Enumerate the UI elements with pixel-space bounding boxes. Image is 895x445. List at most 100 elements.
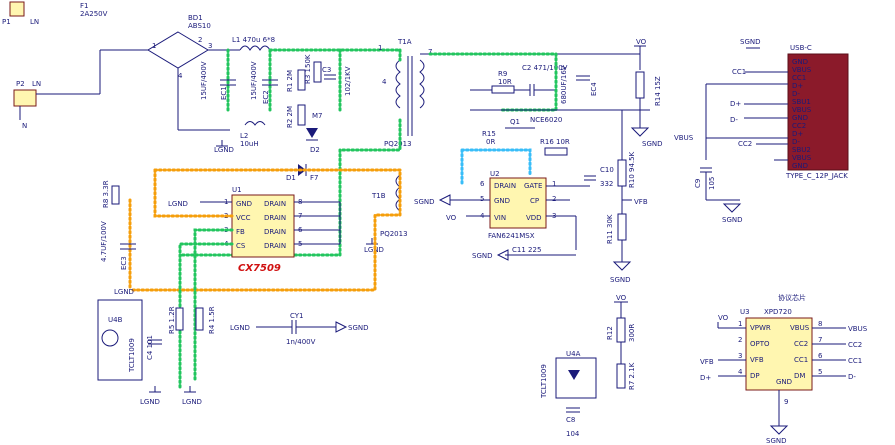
capacitor-c10: C10 332 — [584, 166, 614, 188]
usb-part: TYPE_C_12P_JACK — [785, 172, 848, 180]
u1-pin-drain5: DRAIN — [264, 242, 286, 250]
resistor-r14: R14 15Z SGND — [630, 71, 663, 148]
sgnd-1: SGND — [642, 140, 663, 148]
u3-title: 协议芯片 — [778, 293, 806, 302]
d1-ref: D1 — [286, 174, 296, 182]
u3-pin-3: 3 — [738, 352, 742, 360]
resistor-r7: R7 2.1K — [616, 342, 636, 390]
u1-pin-fb: FB — [236, 228, 245, 236]
r9-value: 10R — [498, 78, 512, 86]
vo-label-2: VO — [446, 214, 457, 222]
fuse-value: 2A250V — [80, 10, 108, 18]
cy1-ref: CY1 — [290, 312, 304, 320]
u3-net-vfb: VFB — [700, 358, 714, 366]
u3-pin-9: 9 — [784, 398, 788, 406]
bridge-pin-3: 3 — [208, 42, 212, 50]
c8-value: 104 — [566, 430, 580, 438]
l2-value: 10uH — [240, 140, 259, 148]
u3-net-cc1: CC1 — [848, 357, 862, 365]
cy1-right: SGND — [348, 324, 369, 332]
vcc-net — [153, 168, 234, 218]
t1a-part: PQ2013 — [384, 140, 412, 148]
ec2-value: 15UF/400V — [250, 61, 258, 100]
c3-value: 102/1KV — [344, 66, 352, 96]
lgnd-3: LGND — [168, 200, 188, 208]
connector-p1: P1 LN — [2, 1, 39, 26]
usb-net-cc2: CC2 — [738, 140, 752, 148]
u1-pin-drain6: DRAIN — [264, 228, 286, 236]
net-vo-1: VO — [634, 38, 647, 70]
u4b-ref: U4B — [108, 316, 123, 324]
c8-ref: C8 — [566, 416, 575, 424]
u4a-ref: U4A — [566, 350, 581, 358]
inductor-l2: L2 10uH LGND — [214, 121, 266, 154]
u1-pin-vcc: VCC — [236, 214, 251, 222]
bridge-ref: BD1 — [188, 14, 203, 22]
bridge-pin-4: 4 — [178, 72, 183, 80]
u1-pin-gnd: GND — [236, 200, 252, 208]
r2-label: R2 2M — [286, 106, 294, 128]
usb-pin-12: VBUS — [792, 154, 812, 162]
capacitor-ec1: 15UF/400V EC1 — [200, 61, 236, 100]
lgnd-4: LGND — [114, 288, 134, 296]
c10-ref: C10 — [600, 166, 614, 174]
usb-ref: USB-C — [790, 44, 812, 52]
r15-ref: R15 — [482, 130, 496, 138]
bridge-pin-2: 2 — [198, 36, 202, 44]
ec1-ref: EC1 — [220, 86, 228, 100]
q1-value: NCE6020 — [530, 116, 562, 124]
c2-label: C2 471/100V — [522, 64, 568, 72]
u3-pin-opto: OPTO — [750, 340, 770, 348]
p2-ref: P2 — [16, 80, 25, 88]
usb-pin-11: SBU2 — [792, 146, 811, 154]
lgnd-5: LGND — [140, 398, 160, 406]
d1-value: F7 — [310, 174, 318, 182]
capacitor-ec2: 15UF/400V EC2 — [250, 61, 278, 104]
cy1-left: LGND — [230, 324, 250, 332]
capacitor-c11: C11 225 SGND — [472, 246, 576, 261]
usb-net-dminus: D- — [730, 116, 738, 124]
sgnd-6: SGND — [722, 216, 743, 224]
sgnd-2: SGND — [414, 198, 435, 206]
u2-pin-drain: DRAIN — [494, 182, 516, 190]
u3-net-dplus: D+ — [700, 374, 711, 382]
t1a-pin1: 1 — [378, 44, 382, 52]
u3-part: XPD720 — [764, 308, 792, 316]
ic-u1: U1 GND VCC FB CS DRAIN DRAIN DRAIN DRAIN… — [168, 186, 341, 274]
opto-u4b: U4B TCLT1009 — [97, 299, 143, 381]
usb-pin-1: VBUS — [792, 66, 812, 74]
bridge-bd1: BD1 ABS10 1 2 3 4 — [99, 14, 230, 131]
resistor-r3: R3 150K — [304, 54, 322, 84]
vfb-label-1: VFB — [634, 198, 648, 206]
r3-label: R3 150K — [304, 54, 312, 84]
u1-part: CX7509 — [238, 263, 281, 274]
t1a-pin7: 7 — [428, 48, 432, 56]
fuse-f1: F1 2A250V — [80, 2, 108, 18]
r15-value: 0R — [486, 138, 495, 146]
u2-pin-cp: CP — [530, 197, 539, 205]
p2-pin: LN — [32, 80, 41, 88]
u2-pin-1: 1 — [552, 180, 556, 188]
usb-pin-13: GND — [792, 162, 808, 170]
u3-pin-dp: DP — [750, 372, 760, 380]
usb-pin-4: D- — [792, 90, 800, 98]
usb-pin-2: CC1 — [792, 74, 806, 82]
u3-pin-6: 6 — [818, 352, 823, 360]
cy1-value: 1n/400V — [286, 338, 316, 346]
usb-pin-8: CC2 — [792, 122, 806, 130]
r7-label: R7 2.1K — [628, 362, 636, 390]
inductor-l1: L1 470u 6*8 — [208, 36, 275, 51]
resistor-r2: R2 2M — [286, 104, 306, 128]
r8-label: R8 3.3R — [102, 180, 110, 208]
sgnd-7: SGND — [766, 437, 787, 445]
ic-u3: 协议芯片 U3 XPD720 VPWR OPTO VFB DP VBUS CC2… — [700, 293, 868, 445]
usb-pin-5: SBU1 — [792, 98, 811, 106]
u3-pin-cc2: CC2 — [794, 340, 808, 348]
capacitor-c9: C9 105 SGND — [694, 167, 743, 224]
u1-ref: U1 — [232, 186, 242, 194]
sgnd-3: SGND — [472, 252, 493, 260]
u4a-part: TCLT1009 — [540, 364, 548, 399]
u3-pin-vpwr: VPWR — [750, 324, 771, 332]
p1-ref: P1 — [2, 18, 11, 26]
